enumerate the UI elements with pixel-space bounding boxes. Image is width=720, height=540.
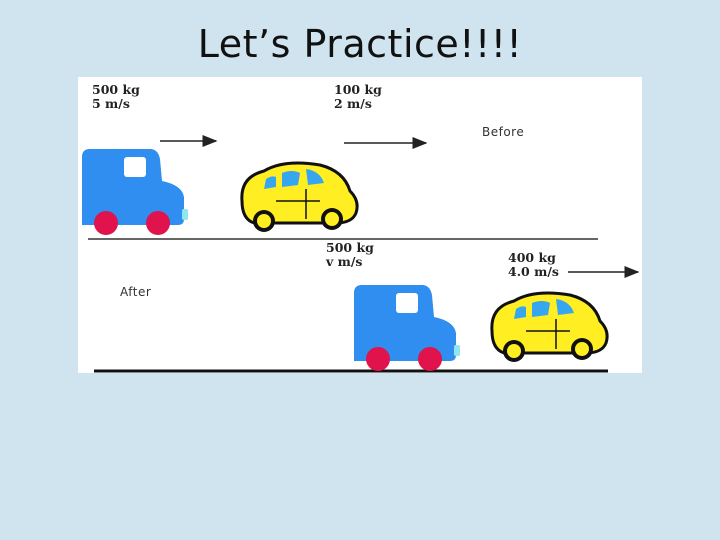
slide-title: Let’s Practice!!!! [197, 22, 523, 66]
before-car-velocity: 2 m/s [334, 96, 372, 111]
after-tag: After [120, 285, 152, 299]
before-car [240, 161, 359, 232]
before-car-mass: 100 kg [334, 82, 382, 97]
before-truck-velocity: 5 m/s [92, 96, 130, 111]
after-car-label: 400 kg 4.0 m/s [508, 251, 559, 279]
before-truck-label: 500 kg 5 m/s [92, 83, 140, 111]
after-truck-mass: 500 kg [326, 240, 374, 255]
after-car [490, 291, 609, 362]
after-car-mass: 400 kg [508, 250, 556, 265]
before-truck-mass: 500 kg [92, 82, 140, 97]
before-truck [82, 149, 188, 235]
after-truck-velocity: v m/s [326, 254, 363, 269]
collision-illustration [82, 135, 640, 373]
after-truck [354, 285, 460, 371]
after-truck-label: 500 kg v m/s [326, 241, 374, 269]
before-tag: Before [482, 125, 525, 139]
before-car-label: 100 kg 2 m/s [334, 83, 382, 111]
after-car-velocity: 4.0 m/s [508, 264, 559, 279]
collision-diagram: 500 kg 5 m/s 100 kg 2 m/s Before After 5… [78, 77, 642, 373]
